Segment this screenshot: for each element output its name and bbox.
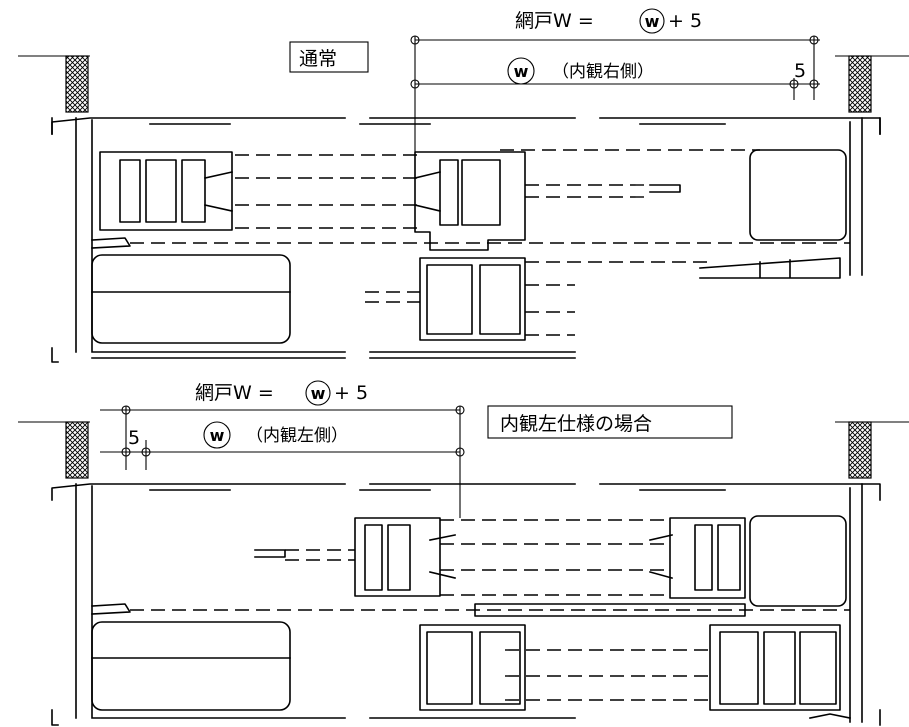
dim-point-b: [121, 447, 131, 457]
meeting-rail-b: [474, 603, 746, 617]
glass-left-b: [91, 621, 291, 711]
lower-right-rail: [699, 257, 841, 279]
sash-b-left-arc: [429, 534, 456, 579]
bottom-formula-w-circle: [305, 380, 331, 406]
screen-sash: [414, 151, 526, 251]
screen-frame-left-cells: [119, 159, 206, 223]
wall-hatch-left-bottom: [65, 421, 89, 479]
frame-right-jamb: [849, 117, 863, 276]
bottom-formula-suffix: + 5: [334, 382, 368, 404]
bottom-offset: 5: [128, 427, 140, 449]
dim-point: [789, 79, 799, 89]
top-formula-prefix: 網戸W =: [515, 10, 594, 32]
dim-point: [809, 35, 819, 45]
bottom-inner-w: w: [210, 426, 225, 445]
bottom-inner-label: （内観左側）: [246, 426, 348, 446]
screen-sash-arc: [414, 171, 441, 212]
rail-hook-left-b: [91, 603, 131, 615]
top-inner-w: w: [514, 62, 529, 81]
dim-point: [410, 35, 420, 45]
bottom-section: 網戸W = w + 5 内観左仕様の場合 w （内観左側） 5: [18, 380, 909, 726]
screen-frame-left-arc: [204, 171, 233, 212]
top-formula-suffix: + 5: [668, 10, 702, 32]
bottom-inner-w-circle: [203, 421, 231, 449]
sash-b-left: [354, 517, 441, 597]
dim-point: [410, 79, 420, 89]
screen-sash-cells: [439, 159, 501, 226]
dim-point-b: [141, 447, 151, 457]
dim-point-b: [121, 405, 131, 415]
bottom-formula-prefix: 網戸W =: [195, 382, 274, 404]
top-formula-w-circle: [639, 8, 665, 34]
frame-ends: [51, 117, 881, 135]
bottom-label-text: 内観左仕様の場合: [500, 413, 652, 435]
top-label-box: [289, 41, 369, 73]
frame-left-jamb-b: [51, 483, 576, 726]
lower-sash-b-left: [419, 624, 526, 711]
top-inner-label: （内観右側）: [552, 62, 654, 82]
dim-point: [809, 79, 819, 89]
frame-left-jamb: [51, 117, 576, 363]
screen-handle-b: [254, 549, 286, 558]
frame-right-hook-b: [809, 713, 851, 719]
glass-right-b: [749, 515, 847, 607]
dim-point-b: [455, 405, 465, 415]
top-formula-w: w: [645, 12, 660, 31]
sash-b-right: [669, 517, 746, 599]
wall-hatch-left-top: [65, 55, 89, 113]
screen-handle: [649, 184, 681, 193]
rail-hook-left: [91, 237, 131, 249]
top-label-text: 通常: [299, 48, 337, 70]
frame-right-jamb-b: [849, 483, 881, 726]
bottom-label-box: [487, 405, 733, 439]
top-offset: 5: [794, 60, 806, 82]
wall-hatch-right-bottom: [848, 421, 872, 479]
top-inner-w-circle: [507, 57, 535, 85]
glass-left: [91, 254, 291, 344]
sash-b-right-arc: [649, 534, 673, 579]
wall-hatch-right-top: [848, 55, 872, 113]
glass-right: [749, 149, 847, 241]
frame-top-edge-b: [51, 483, 881, 501]
lower-sash: [419, 257, 526, 341]
top-section: 網戸W = w + 5 通常 w （内観右側） 5: [18, 8, 909, 363]
frame-top-edge: [51, 117, 881, 135]
bottom-formula-w: w: [311, 384, 326, 403]
screen-frame-left: [99, 151, 233, 231]
lower-sash-b-right: [709, 624, 841, 711]
dim-point-b: [455, 447, 465, 457]
